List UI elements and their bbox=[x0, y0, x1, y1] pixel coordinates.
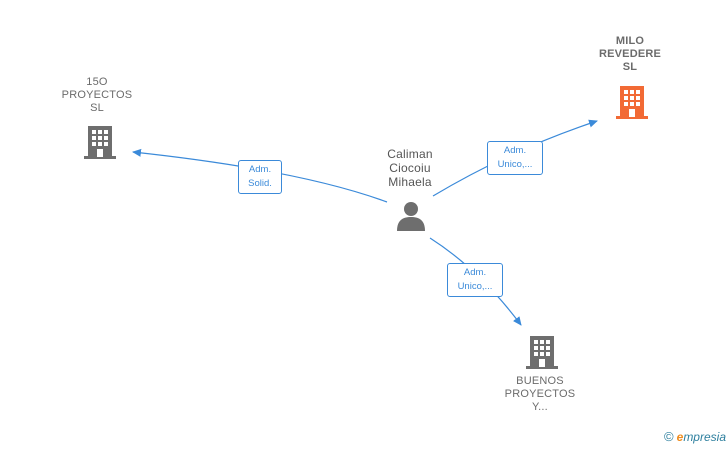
brand-initial: e bbox=[676, 430, 684, 444]
edge-label-adm-unico-milo: Adm. Unico,... bbox=[487, 141, 543, 175]
person-icon[interactable] bbox=[396, 200, 426, 232]
company-label-milo-revedere[interactable]: MILO REVEDERE SL bbox=[598, 35, 662, 73]
building-icon-highlighted[interactable] bbox=[616, 84, 648, 120]
brand-name: mpresia bbox=[683, 430, 726, 444]
empresia-watermark: ©empresia bbox=[664, 429, 726, 444]
building-icon[interactable] bbox=[526, 334, 558, 370]
edge-label-adm-solid: Adm. Solid. bbox=[238, 160, 282, 194]
person-label[interactable]: Caliman Ciocoiu Mihaela bbox=[387, 147, 433, 189]
company-label-150-proyectos[interactable]: 15O PROYECTOS SL bbox=[61, 76, 133, 114]
company-label-buenos-proyectos[interactable]: BUENOS PROYECTOS Y... bbox=[504, 375, 576, 413]
edge-label-adm-unico-buenos: Adm. Unico,... bbox=[447, 263, 503, 297]
building-icon[interactable] bbox=[84, 124, 116, 160]
copyright-symbol: © bbox=[664, 429, 674, 444]
